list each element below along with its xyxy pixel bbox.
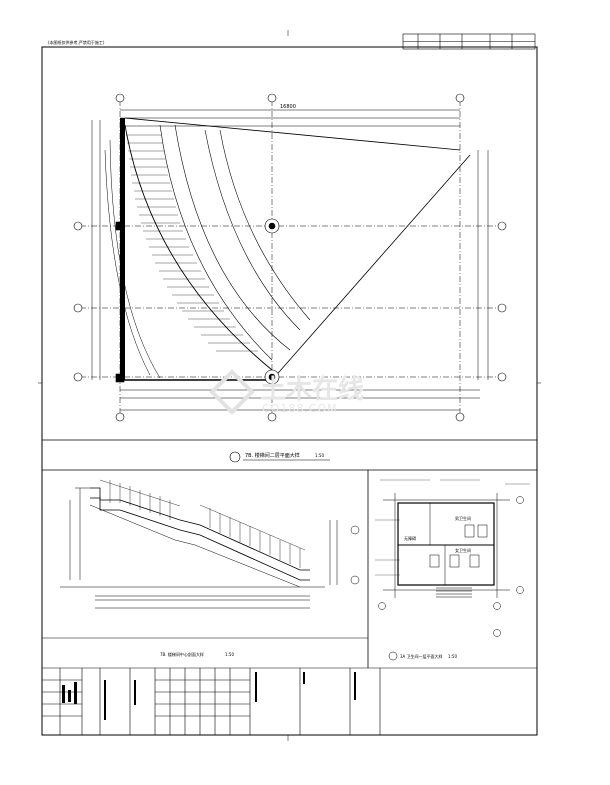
section-elevation-markers: [350, 525, 360, 585]
watermark-text: 土木在线: [260, 375, 364, 405]
watermark-logo: 土木在线 CO188.COM: [209, 369, 364, 415]
sheet-border: [41, 46, 538, 736]
toilet-label-male: 男卫生间: [455, 515, 471, 521]
toilet-callouts: [375, 479, 530, 576]
section-balusters: [99, 479, 306, 568]
title-block-marks: [62, 672, 356, 720]
toilet-scale: 1:50: [448, 654, 457, 659]
toilet-label-female: 女卫生间: [455, 547, 471, 553]
section-caption: 7B. 楼梯间中心剖面大样: [160, 651, 204, 657]
plan-scale: 1:50: [315, 453, 324, 458]
sheet-ticks: [38, 30, 541, 741]
grid-bubbles: [73, 93, 507, 422]
section-view: [60, 487, 338, 609]
plan-view: [80, 100, 500, 415]
columns: [115, 218, 280, 385]
watermark-text-en: CO188.COM: [262, 402, 338, 415]
toilet-label-accessible: 无障碍: [404, 535, 416, 541]
title-block: [42, 667, 537, 735]
stair-treads: [126, 134, 258, 352]
section-scale: 1:50: [225, 652, 234, 657]
overall-dimension: 16800: [280, 104, 296, 110]
top-note: (本图纸仅供参考,严禁用于施工): [48, 39, 105, 45]
plan-caption-bubble: [229, 451, 241, 463]
revision-table: [402, 33, 536, 50]
toilet-caption: 3A 卫生间一层平面大样: [400, 653, 443, 659]
toilet-grid-bubbles: [378, 496, 524, 637]
plan-caption: 7B. 楼梯间二层平面大样: [245, 452, 300, 459]
toilet-plan: [383, 493, 510, 598]
